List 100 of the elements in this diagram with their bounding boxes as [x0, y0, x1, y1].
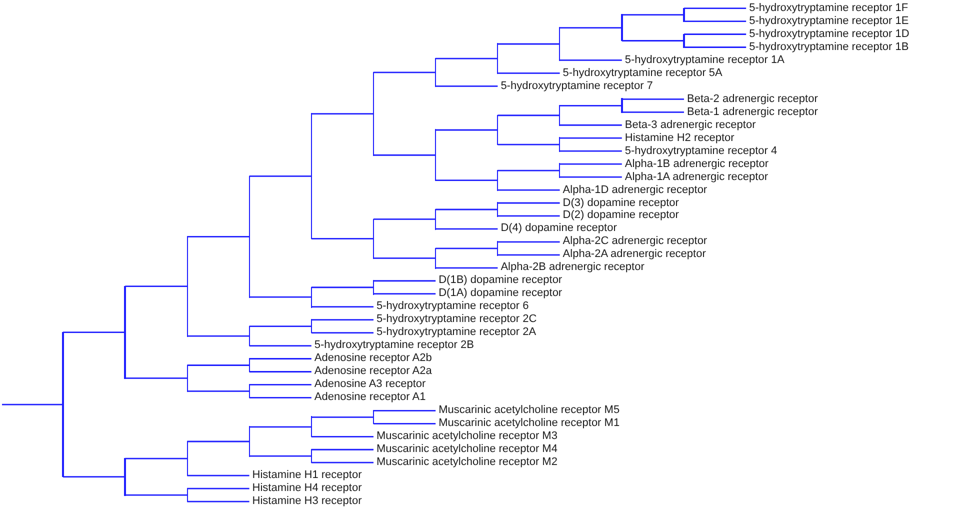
branch-junction-line: [621, 14, 623, 42]
leaf-label: Beta-2 adrenergic receptor: [687, 92, 818, 106]
branch-line: [2, 404, 63, 406]
leaf-label: Alpha-1B adrenergic receptor: [624, 158, 769, 171]
branch-line: [560, 27, 622, 28]
branch-line: [498, 43, 560, 45]
leaf-label: Adenosine receptor A1: [314, 391, 426, 404]
leaf-label: D(1B) dopamine receptor: [438, 274, 562, 288]
branch-line: [311, 332, 374, 334]
branch-line: [249, 326, 312, 327]
leaf-label: Histamine H1 receptor: [252, 469, 362, 482]
branch-line: [622, 40, 684, 42]
branch-junction-line: [434, 129, 436, 181]
branch-line: [436, 180, 498, 181]
branch-junction-line: [497, 114, 498, 146]
branch-junction-line: [497, 170, 498, 191]
branch-junction-line: [248, 176, 250, 298]
leaf-label: Adenosine receptor A2a: [314, 365, 432, 378]
leaf-label: Histamine H2 receptor: [624, 132, 734, 145]
branch-junction-line: [248, 326, 250, 346]
branch-line: [311, 416, 374, 418]
branch-line: [374, 154, 436, 156]
branch-line: [498, 215, 560, 217]
branch-junction-line: [248, 426, 250, 457]
branch-line: [498, 170, 560, 172]
branch-junction-line: [186, 488, 188, 502]
branch-junction-line: [248, 384, 250, 398]
branch-line: [311, 286, 374, 288]
leaf-label: 5-hydroxytryptamine receptor 2B: [314, 339, 474, 352]
leaf-label: Histamine H4 receptor: [252, 482, 362, 496]
branch-junction-line: [124, 286, 126, 379]
branch-line: [374, 410, 436, 412]
leaf-label: Adenosine receptor A2b: [314, 352, 432, 366]
branch-line: [187, 474, 250, 476]
branch-line: [436, 129, 498, 131]
branch-junction-line: [372, 218, 374, 259]
branch-line: [187, 364, 250, 366]
branch-line: [560, 176, 622, 178]
branch-junction-line: [310, 113, 312, 240]
branch-line: [374, 293, 436, 295]
branch-line: [498, 189, 560, 191]
branch-line: [374, 422, 436, 424]
branch-junction-line: [559, 163, 560, 178]
branch-line: [436, 267, 498, 269]
branch-junction-line: [62, 332, 64, 478]
branch-line: [622, 14, 684, 16]
branch-junction-line: [310, 416, 312, 438]
branch-line: [436, 85, 498, 87]
branch-junction-line: [186, 440, 188, 476]
branch-line: [249, 426, 312, 428]
branch-line: [63, 332, 126, 333]
leaf-label: Alpha-2B adrenergic receptor: [500, 261, 644, 274]
leaf-label: D(2) dopamine receptor: [562, 209, 679, 222]
branch-junction-line: [497, 43, 498, 74]
branch-line: [374, 218, 436, 220]
branch-line: [249, 397, 312, 398]
leaf-label: Alpha-1A adrenergic receptor: [624, 170, 768, 184]
leaf-label: Histamine H3 receptor: [252, 495, 362, 508]
leaf-label: 5-hydroxytryptamine receptor 2C: [376, 313, 537, 326]
leaf-label: Alpha-2A adrenergic receptor: [562, 248, 706, 262]
branch-line: [684, 46, 746, 48]
branch-line: [125, 286, 188, 288]
leaf-label: 5-hydroxytryptamine receptor 1E: [749, 14, 909, 28]
branch-line: [187, 440, 250, 442]
branch-line: [311, 448, 374, 450]
branch-line: [311, 436, 374, 438]
branch-junction-line: [434, 58, 436, 87]
branch-line: [249, 384, 312, 386]
branch-junction-line: [497, 202, 498, 217]
leaf-label: D(3) dopamine receptor: [562, 196, 679, 210]
branch-line: [374, 280, 436, 282]
leaf-label: Muscarinic acetylcholine receptor M3: [376, 430, 558, 444]
branch-junction-line: [434, 208, 436, 230]
branch-line: [311, 238, 374, 240]
branch-line: [560, 150, 622, 152]
leaf-label: Adenosine A3 receptor: [314, 378, 426, 392]
branch-line: [249, 176, 312, 177]
leaf-label: Muscarinic acetylcholine receptor M4: [376, 443, 558, 456]
branch-line: [187, 488, 250, 490]
leaf-label: 5-hydroxytryptamine receptor 6: [376, 300, 529, 314]
branch-junction-line: [683, 8, 685, 22]
leaf-label: Beta-3 adrenergic receptor: [624, 118, 756, 132]
branch-line: [311, 462, 374, 464]
branch-junction-line: [497, 241, 498, 256]
branch-junction-line: [372, 72, 374, 156]
branch-line: [187, 236, 250, 238]
leaf-label: Muscarinic acetylcholine receptor M1: [438, 417, 620, 430]
branch-line: [125, 494, 188, 496]
branch-junction-line: [559, 27, 560, 61]
leaf-label: Muscarinic acetylcholine receptor M5: [438, 404, 620, 418]
branch-junction-line: [124, 458, 126, 496]
branch-line: [125, 378, 188, 379]
branch-line: [63, 476, 126, 478]
branch-junction-line: [310, 448, 312, 464]
branch-junction-line: [310, 319, 312, 334]
leaf-label: 5-hydroxytryptamine receptor 2A: [376, 326, 536, 340]
branch-line: [187, 390, 250, 392]
leaf-label: 5-hydroxytryptamine receptor 1D: [749, 28, 910, 41]
leaf-label: 5-hydroxytryptamine receptor 5A: [562, 66, 722, 80]
branch-line: [622, 98, 684, 100]
